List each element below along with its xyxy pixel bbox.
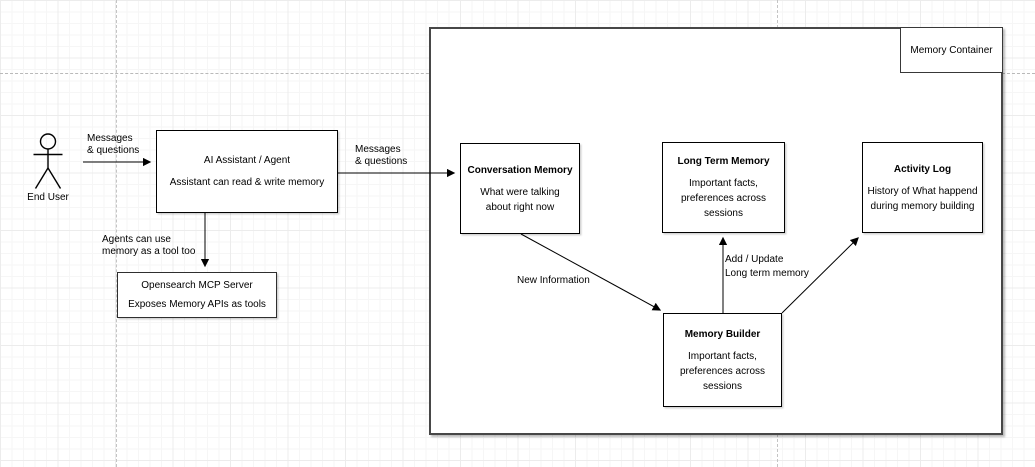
actor-head	[39, 133, 57, 150]
ai-assistant-title: AI Assistant / Agent	[203, 155, 291, 166]
actor-left-leg	[34, 167, 49, 189]
edge-label-add-update[interactable]: Add / Update Long term memory	[725, 254, 809, 279]
memory-container-title: Memory Container	[910, 44, 993, 56]
mcp-server-body: Exposes Memory APIs as tools	[128, 299, 266, 310]
long-term-memory-title: Long Term Memory	[677, 156, 770, 167]
edge-label-assistant-to-mcp[interactable]: Agents can use memory as a tool too	[102, 234, 196, 257]
activity-log-node[interactable]: Activity Log History of What happend dur…	[862, 142, 983, 233]
conversation-memory-node[interactable]: Conversation Memory What were talking ab…	[460, 143, 580, 234]
edge-conversation-to-memory-builder[interactable]	[520, 233, 662, 311]
edge-label-new-information[interactable]: New Information	[517, 275, 590, 286]
conversation-memory-body: What were talking about right now	[480, 186, 560, 213]
edge-label-assistant-to-container[interactable]: Messages & questions	[355, 144, 408, 167]
mcp-server-node[interactable]: Opensearch MCP Server Exposes Memory API…	[117, 272, 277, 318]
edge-builder-to-activity-log[interactable]	[781, 237, 859, 314]
long-term-memory-node[interactable]: Long Term Memory Important facts, prefer…	[662, 142, 785, 233]
edge-label-user-to-assistant[interactable]: Messages & questions	[87, 133, 140, 156]
conversation-memory-title: Conversation Memory	[467, 164, 573, 176]
page-guide-vertical-left	[116, 0, 117, 467]
memory-builder-node[interactable]: Memory Builder Important facts, preferen…	[663, 313, 782, 407]
ai-assistant-node[interactable]: AI Assistant / Agent Assistant can read …	[156, 130, 338, 213]
ai-assistant-body: Assistant can read & write memory	[169, 177, 325, 188]
memory-builder-body: Important facts, preferences across sess…	[679, 350, 766, 392]
mcp-server-title: Opensearch MCP Server	[141, 280, 253, 291]
memory-builder-title: Memory Builder	[684, 328, 761, 340]
memory-container-title-box[interactable]: Memory Container	[900, 27, 1003, 73]
end-user-label: End User	[27, 192, 69, 203]
activity-log-title: Activity Log	[893, 163, 952, 175]
actor-right-leg	[47, 167, 62, 189]
end-user-actor[interactable]	[30, 133, 66, 190]
activity-log-body: History of What happend during memory bu…	[867, 185, 978, 212]
long-term-memory-body: Important facts, preferences across sess…	[680, 178, 767, 219]
